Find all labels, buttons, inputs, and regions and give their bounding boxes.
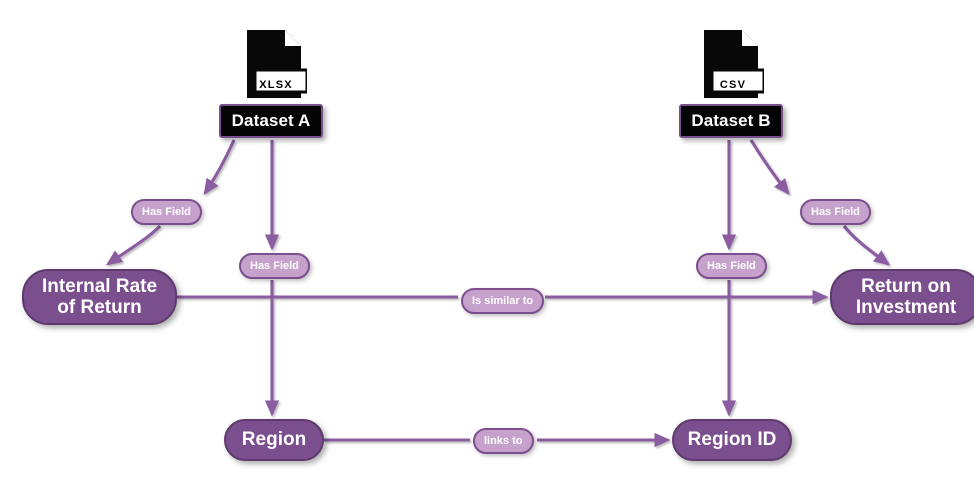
node-label: Dataset A	[231, 111, 311, 130]
node-label: Internal Rate of Return	[41, 275, 158, 318]
edge-label-links-to[interactable]: links to	[473, 428, 534, 454]
node-internal-rate-of-return[interactable]: Internal Rate of Return	[22, 269, 177, 325]
edge-has-field-to-return-on-investment	[842, 225, 891, 266]
edge-label-text: Has Field	[707, 260, 756, 272]
node-region[interactable]: Region	[224, 419, 324, 461]
node-label: Dataset B	[691, 111, 771, 130]
xlsx-extension-label: XLSX	[259, 79, 293, 91]
edge-label-has-field-dataset-a-irr[interactable]: Has Field	[131, 199, 202, 225]
file-glyph	[247, 30, 309, 98]
node-label: Region ID	[687, 429, 777, 451]
edge-has-field-to-internal-rate-of-return	[105, 224, 162, 266]
edge-label-is-similar-to[interactable]: Is similar to	[461, 288, 545, 314]
edge-dataset-a-to-has-field-irr	[203, 139, 236, 196]
csv-file-icon: CSV	[702, 28, 766, 100]
node-region-id[interactable]: Region ID	[672, 419, 792, 461]
node-dataset-a[interactable]: Dataset A	[219, 104, 323, 138]
csv-extension-label: CSV	[719, 79, 747, 91]
edge-label-text: links to	[484, 435, 523, 447]
edge-label-has-field-dataset-a-region[interactable]: Has Field	[239, 253, 310, 279]
node-return-on-investment[interactable]: Return on Investment	[830, 269, 974, 325]
file-glyph	[704, 30, 766, 98]
node-label: Return on Investment	[855, 275, 957, 318]
edge-label-text: Has Field	[250, 260, 299, 272]
node-label: Region	[241, 429, 307, 451]
edge-label-text: Has Field	[811, 206, 860, 218]
node-dataset-b[interactable]: Dataset B	[679, 104, 783, 138]
edge-label-text: Is similar to	[472, 295, 534, 307]
xlsx-file-icon: XLSX	[245, 28, 309, 100]
edge-label-text: Has Field	[142, 206, 191, 218]
edge-dataset-b-to-has-field-roi	[749, 139, 790, 196]
edge-label-has-field-dataset-b-region-id[interactable]: Has Field	[696, 253, 767, 279]
edge-label-has-field-dataset-b-roi[interactable]: Has Field	[800, 199, 871, 225]
